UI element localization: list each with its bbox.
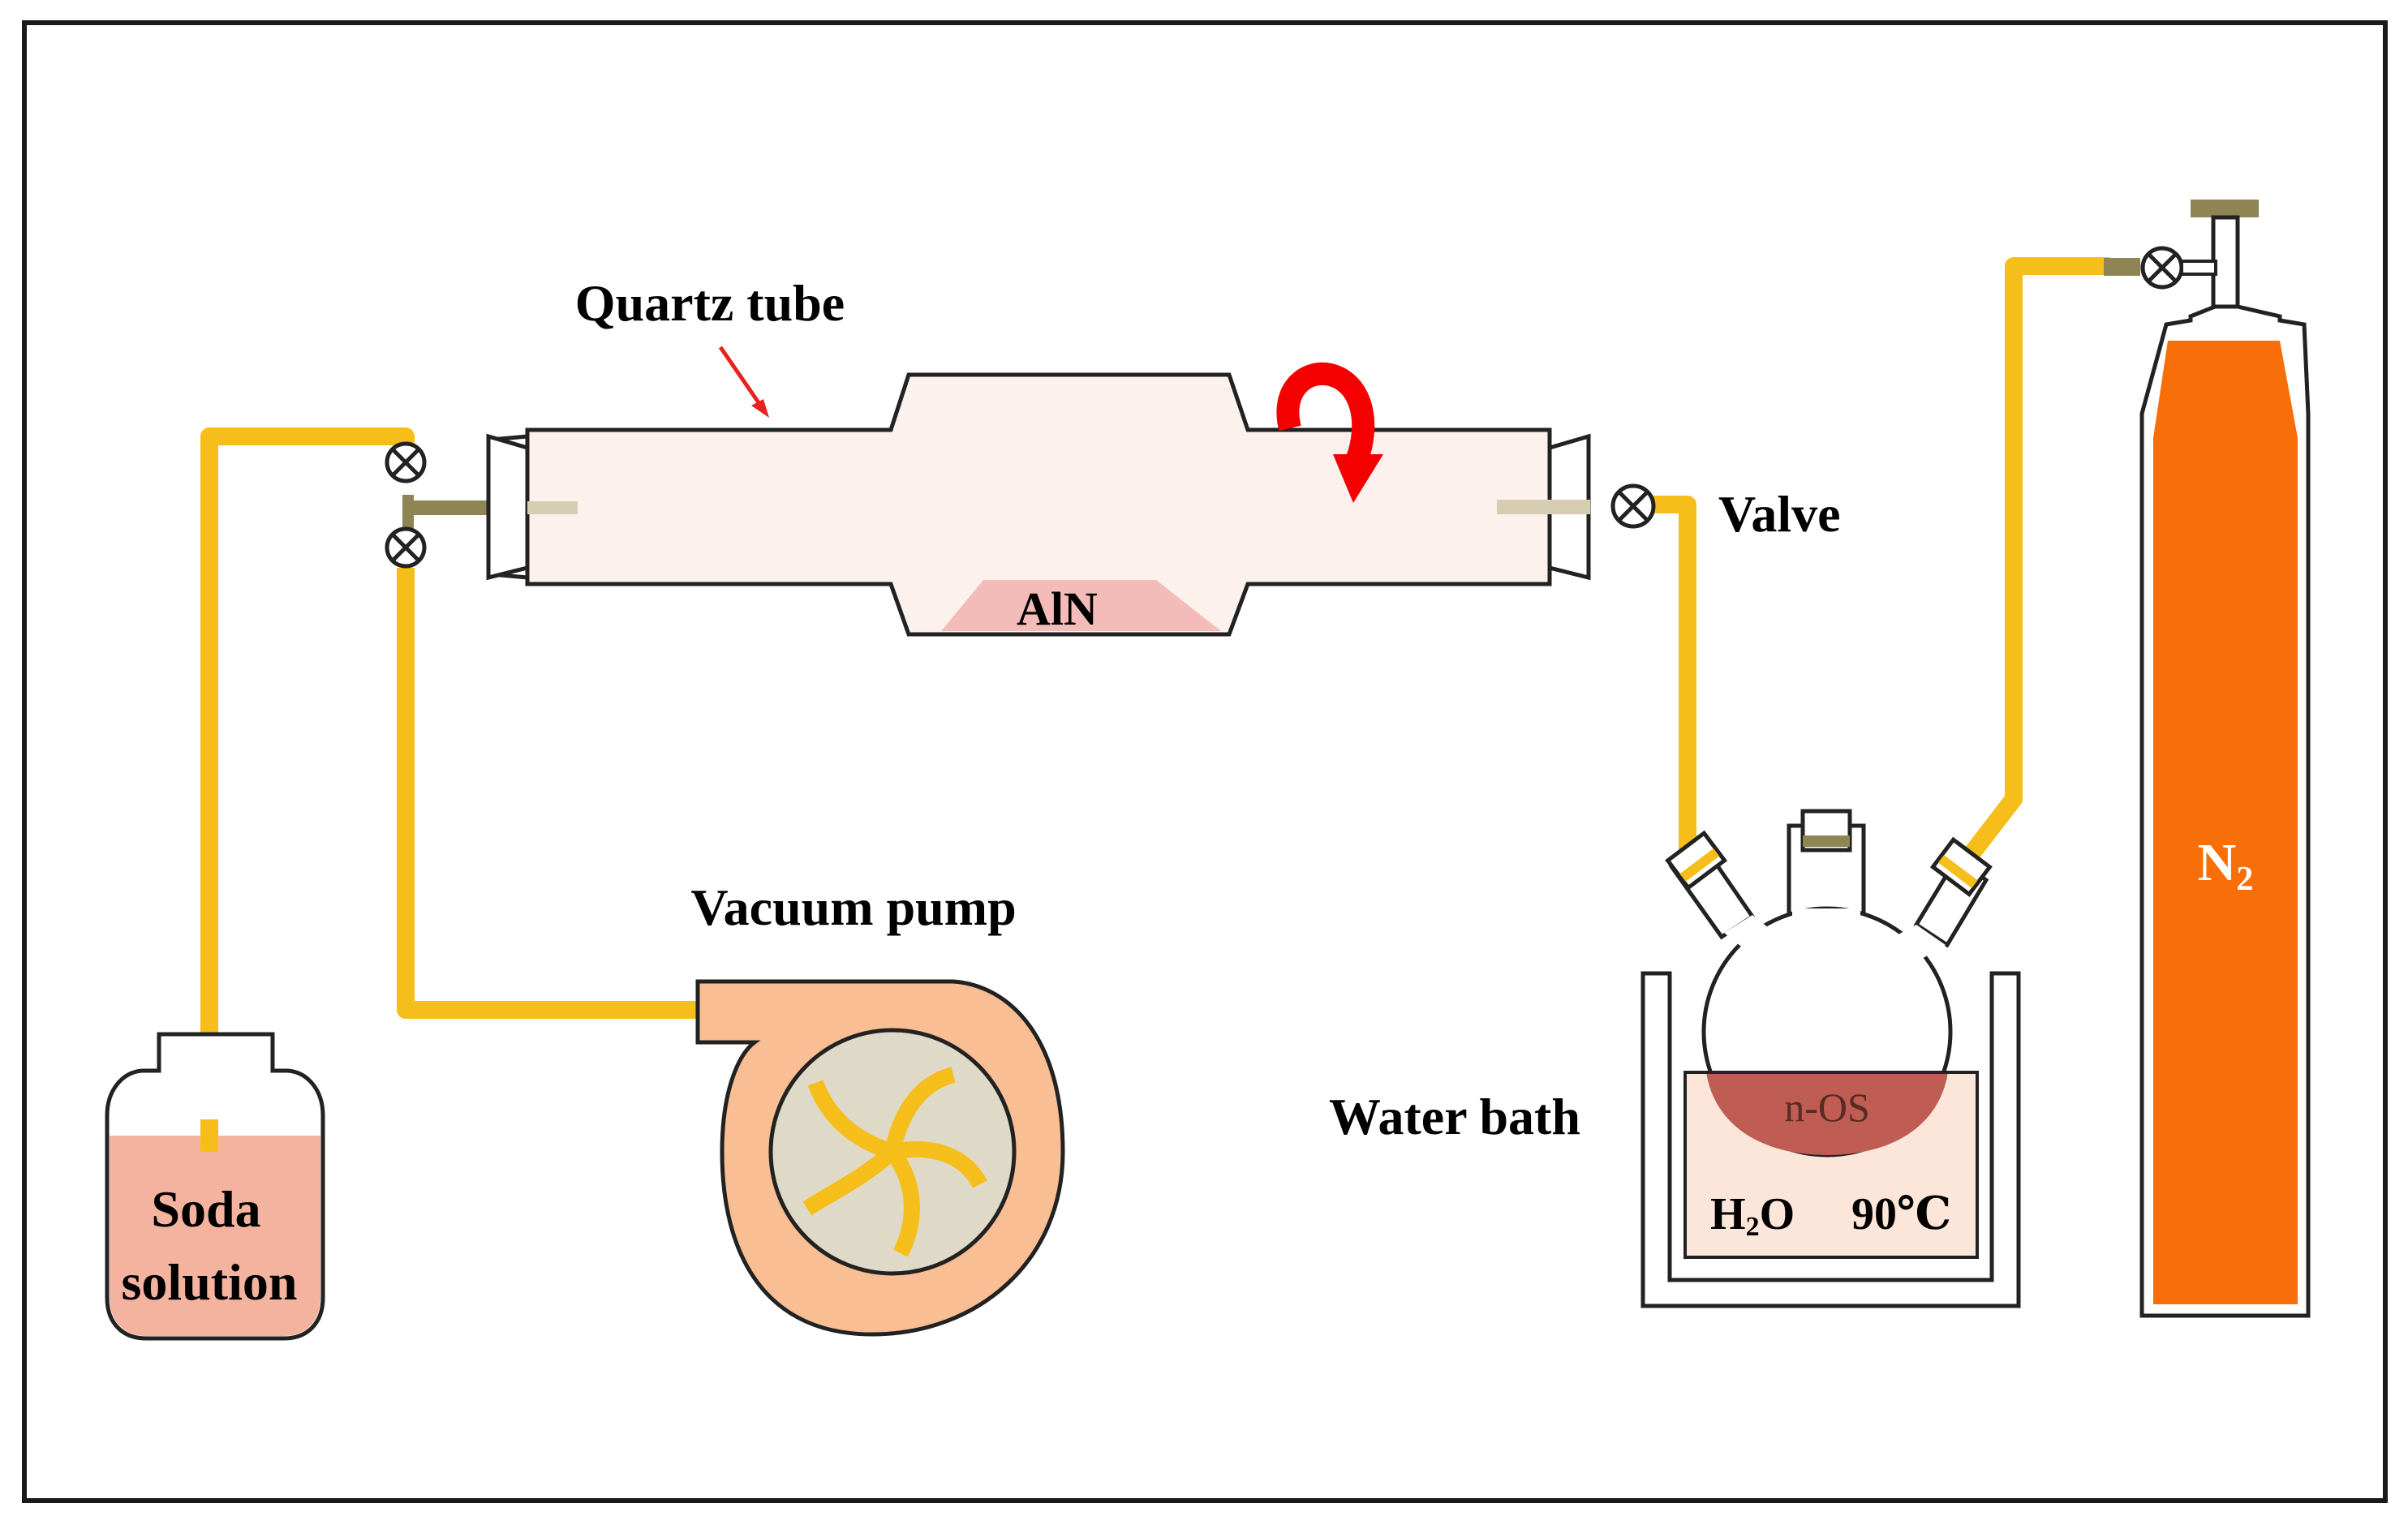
- tubing-n2-line: [1952, 257, 2109, 875]
- right-inner-rod: [1497, 500, 1590, 514]
- quartz-tube-label: Quartz tube: [575, 274, 845, 332]
- n2-sub: 2: [2236, 861, 2253, 898]
- bottle-dip-tube: [200, 1119, 218, 1152]
- h2o-label: H2O: [1710, 1189, 1795, 1242]
- pointer-arrow-icon: [718, 346, 769, 418]
- h2o-o: O: [1760, 1189, 1795, 1239]
- n2-main: N: [2198, 833, 2237, 892]
- soda-label-line2: solution: [122, 1253, 298, 1311]
- n-os-liquid: [1706, 1072, 1948, 1155]
- svg-text:N2: N2: [2198, 833, 2254, 898]
- cylinder-gas-fill: [2153, 341, 2298, 1304]
- left-valve-assembly: [385, 441, 576, 569]
- svg-text:H2O: H2O: [1710, 1189, 1795, 1242]
- aln-label: AlN: [1017, 582, 1098, 635]
- figure-frame: [22, 20, 2388, 1503]
- vacuum-pump: [695, 979, 1065, 1337]
- valve-cross-icon[interactable]: [2140, 246, 2184, 290]
- soda-solution-liquid: [110, 1136, 320, 1336]
- quartz-tube: AlN: [486, 372, 1591, 637]
- temperature-label: 90℃: [1851, 1189, 1951, 1239]
- soda-label-line1: Soda: [151, 1180, 260, 1238]
- valve-cross-icon[interactable]: [385, 441, 427, 483]
- n2-cylinder: N2: [2104, 200, 2311, 1318]
- soda-bottle: Soda solution: [105, 1032, 325, 1341]
- tubing-flask-inlet: [1643, 496, 1696, 860]
- bath-outer-wall: [1640, 971, 2021, 1308]
- left-neck-fitting: [1665, 830, 1728, 891]
- left-stopper-face: [486, 433, 530, 581]
- three-neck-flask: n-OS: [1665, 809, 1993, 1157]
- quartz-tube-body: [525, 372, 1552, 637]
- valve-cross-icon[interactable]: [1610, 483, 1656, 529]
- curved-arrow-icon: [1276, 362, 1383, 503]
- vacuum-pump-label: Vacuum pump: [690, 878, 1016, 936]
- n-os-label: n-OS: [1784, 1084, 1870, 1130]
- cylinder-handle: [2191, 200, 2259, 217]
- water-bath-label: Water bath: [1329, 1088, 1580, 1145]
- tubing-vacuum-line: [397, 568, 706, 1019]
- valve-label: Valve: [1718, 485, 1841, 543]
- cylinder-outlet: [2104, 258, 2140, 276]
- pump-impeller: [802, 1067, 987, 1257]
- right-neck-fitting: [1929, 836, 1993, 897]
- h2o-sub: 2: [1746, 1212, 1760, 1242]
- valve-cross-icon[interactable]: [385, 526, 427, 569]
- left-inner-rod: [527, 501, 578, 514]
- aln-powder: [941, 580, 1221, 631]
- h2o-h: H: [1710, 1189, 1746, 1239]
